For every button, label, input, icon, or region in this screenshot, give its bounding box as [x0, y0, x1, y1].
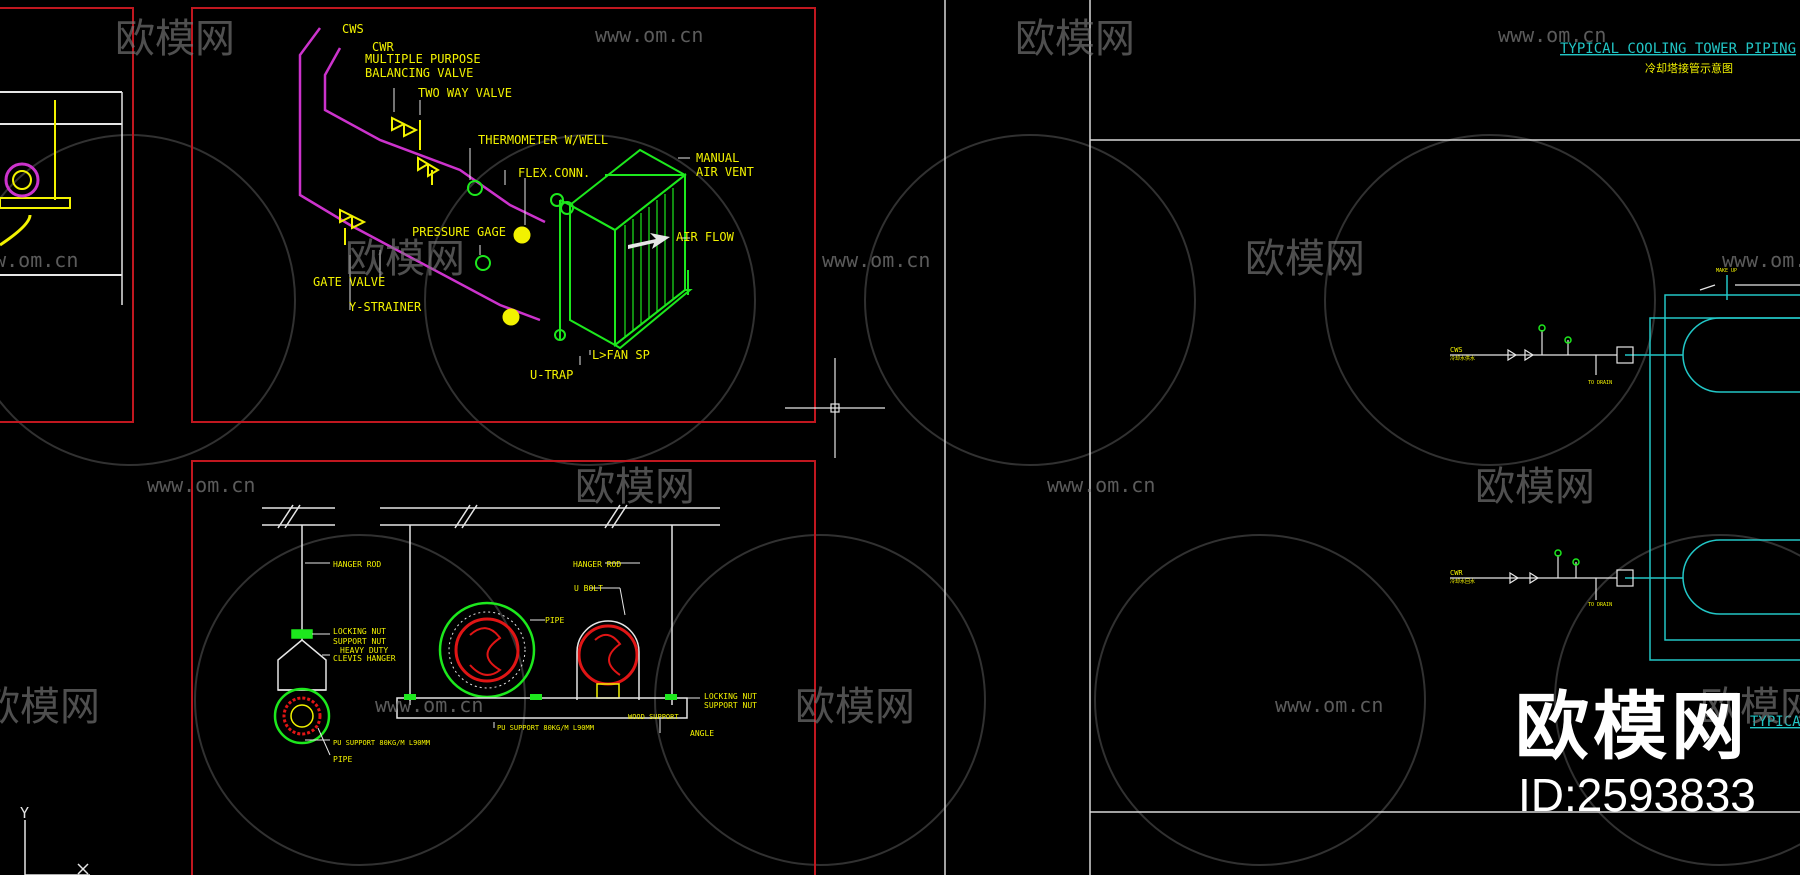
left-partial-drawing — [0, 91, 123, 305]
tower-title-2: TYPICAL — [1750, 714, 1800, 730]
label-multi-valve-1: MULTIPLE PURPOSE — [365, 52, 481, 66]
watermark-url: www.om.cn — [595, 23, 703, 47]
tower-label-make-up: MAKE UP — [1716, 268, 1737, 274]
tower-label-to-drain-2: TO DRAIN — [1588, 602, 1612, 608]
pipe-support-diagram: HANGER ROD HANGER ROD U BOLT PIPE LOCKIN… — [262, 504, 757, 764]
ucs-icon: Y — [20, 804, 90, 875]
label-support-nut-r: SUPPORT NUT — [704, 701, 757, 710]
label-multi-valve-2: BALANCING VALVE — [365, 66, 473, 80]
label-locking-nut-r: LOCKING NUT — [704, 692, 757, 701]
label-manual-vent-2: AIR VENT — [696, 165, 754, 179]
watermark-brand: 欧模网 — [575, 464, 695, 510]
tower-label-cwr: CWR — [1450, 569, 1463, 577]
watermark-url: www.om.cn — [1498, 23, 1606, 47]
watermark-brand: 欧模网 — [115, 16, 235, 62]
label-manual-vent-1: MANUAL — [696, 151, 739, 165]
label-flex-conn: FLEX.CONN. — [518, 166, 590, 180]
label-pipe-top: PIPE — [545, 616, 564, 625]
tower-subtitle: 冷却塔接管示意图 — [1645, 61, 1733, 75]
label-pipe-bottom: PIPE — [333, 755, 352, 764]
watermark-url: www.om.cn — [1722, 248, 1800, 272]
watermark-url: www.om.cn — [0, 248, 78, 272]
tower-label-to-drain-1: TO DRAIN — [1588, 380, 1612, 386]
label-angle: ANGLE — [690, 729, 714, 738]
watermark-url: www.om.cn — [375, 693, 483, 717]
watermark-brand: 欧模网 — [795, 684, 915, 730]
watermark-url: www.om.cn — [1275, 693, 1383, 717]
label-cwr: CWR — [372, 40, 394, 54]
watermark-brand: 欧模网 — [1015, 16, 1135, 62]
label-u-bolt: U BOLT — [574, 584, 603, 593]
label-fan-sp: L>FAN SP — [592, 348, 650, 362]
label-two-way-valve: TWO WAY VALVE — [418, 86, 512, 100]
watermark-brand: 欧模网 — [0, 684, 100, 730]
label-support-nut: SUPPORT NUT — [333, 637, 386, 646]
label-heavy-duty: HEAVY DUTY — [340, 646, 388, 655]
label-cws: CWS — [342, 22, 364, 36]
brand-logo-text: 欧模网 — [1515, 684, 1749, 770]
label-thermometer: THERMOMETER W/WELL — [478, 133, 608, 147]
label-air-flow: AIR FLOW — [676, 230, 735, 244]
watermark-brand: 欧模网 — [345, 236, 465, 282]
watermark-url: www.om.cn — [1047, 473, 1155, 497]
label-u-trap: U-TRAP — [530, 368, 573, 382]
tower-label-cws-cn: 冷却水供水 — [1450, 355, 1475, 362]
label-clevis-hanger: CLEVIS HANGER — [333, 654, 396, 663]
label-pu-support-left: PU SUPPORT 80KG/M L90MM — [333, 739, 430, 747]
label-hanger-rod-right: HANGER ROD — [573, 560, 621, 569]
label-pressure-gage: PRESSURE GAGE — [412, 225, 506, 239]
watermark-circles — [0, 134, 1800, 866]
coil-piping-diagram: CWS CWR MULTIPLE PURPOSE BALANCING VALVE… — [298, 22, 754, 382]
watermark-layer: 欧模网 www.om.cn 欧模网 www.om.cn www.om.cn 欧模… — [0, 16, 1800, 730]
model-id-text: ID:2593833 — [1518, 769, 1756, 821]
watermark-brand: 欧模网 — [1245, 236, 1365, 282]
tower-label-cwr-cn: 冷却水回水 — [1450, 578, 1475, 585]
label-locking-nut: LOCKING NUT — [333, 627, 386, 636]
label-hanger-rod-left: HANGER ROD — [333, 560, 381, 569]
label-pu-support-mid: PU SUPPORT 80KG/M L90MM — [497, 724, 594, 732]
label-y-strainer: Y-STRAINER — [349, 300, 422, 314]
cooling-tower-diagram: TYPICAL COOLING TOWER PIPING 冷却塔接管示意图 — [1450, 41, 1800, 730]
ucs-y-label: Y — [20, 804, 29, 822]
crosshair-cursor — [785, 358, 885, 458]
tower-label-cws: CWS — [1450, 346, 1463, 354]
tower-title: TYPICAL COOLING TOWER PIPING — [1560, 41, 1796, 57]
watermark-brand: 欧模网 — [1700, 684, 1800, 730]
label-gate-valve: GATE VALVE — [313, 275, 385, 289]
label-wood-support: WOOD SUPPORT — [628, 713, 679, 721]
watermark-url: www.om.cn — [147, 473, 255, 497]
watermark-url: www.om.cn — [822, 248, 930, 272]
watermark-brand: 欧模网 — [1475, 464, 1595, 510]
